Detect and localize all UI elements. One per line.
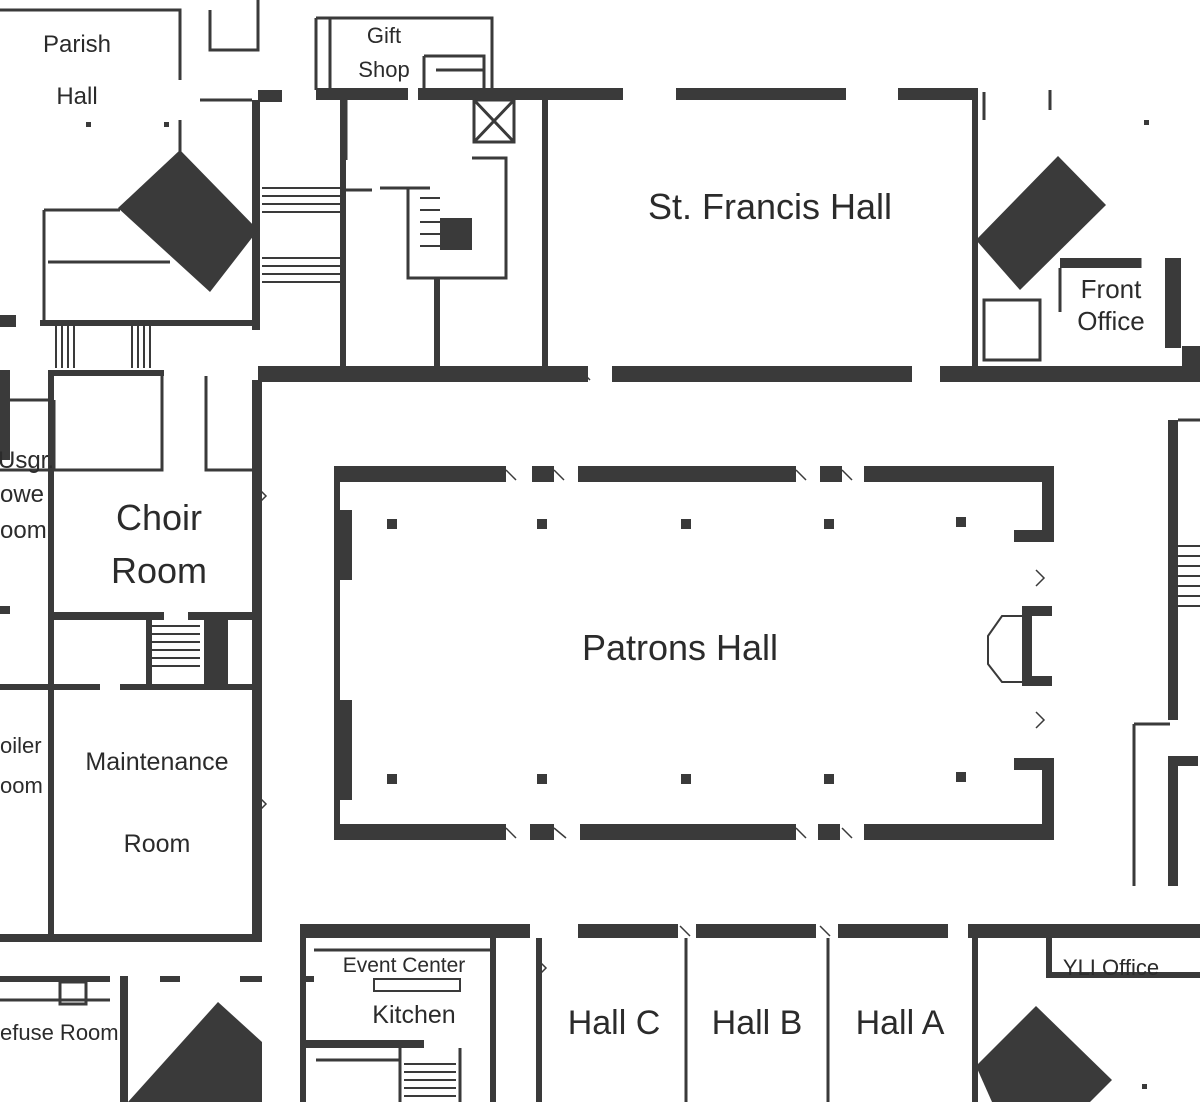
door-swings: [257, 369, 1046, 977]
front-office-label-1: Front: [1081, 274, 1142, 304]
ushers-room-label-3: oom: [0, 517, 47, 544]
kitchen-counter: [373, 978, 461, 992]
boiler-room-label-1: oiler: [0, 733, 42, 758]
boiler-room-label-2: oom: [0, 773, 43, 798]
stairs: [55, 187, 1200, 1097]
stair-core-block: [440, 218, 472, 250]
refuse-room-label: efuse Room: [0, 1020, 119, 1045]
front-office-label-2: Office: [1077, 306, 1144, 336]
choir-room-label-1: Choir: [116, 497, 202, 538]
ushers-room-label-1: Usgr.: [0, 447, 54, 474]
gift-shop-label-2: Shop: [358, 57, 409, 82]
event-center-kitchen-label-1: Event Center: [343, 954, 466, 977]
event-center-kitchen-label-2: Kitchen: [372, 1001, 455, 1029]
st-francis-hall-label: St. Francis Hall: [648, 186, 892, 227]
core-blocks: [118, 150, 1112, 1102]
gift-shop-label-1: Gift: [367, 23, 401, 48]
stage-outline: [987, 615, 1022, 683]
maintenance-room-label-1: Maintenance: [85, 748, 228, 776]
columns: [86, 120, 1149, 1089]
hall-c-label: Hall C: [568, 1004, 661, 1042]
walls: [0, 88, 1200, 1102]
ushers-room-label-2: owe: [0, 481, 44, 508]
patrons-hall-label: Patrons Hall: [582, 627, 778, 668]
choir-room-label-2: Room: [111, 550, 207, 591]
yli-office-label: YLI Office: [1063, 955, 1159, 980]
hall-a-label: Hall A: [856, 1004, 945, 1042]
hall-b-label: Hall B: [712, 1004, 803, 1042]
maintenance-room-label-2: Room: [124, 830, 191, 858]
parish-hall-label-1: Parish: [43, 31, 111, 58]
parish-hall-label-2: Hall: [56, 83, 97, 110]
